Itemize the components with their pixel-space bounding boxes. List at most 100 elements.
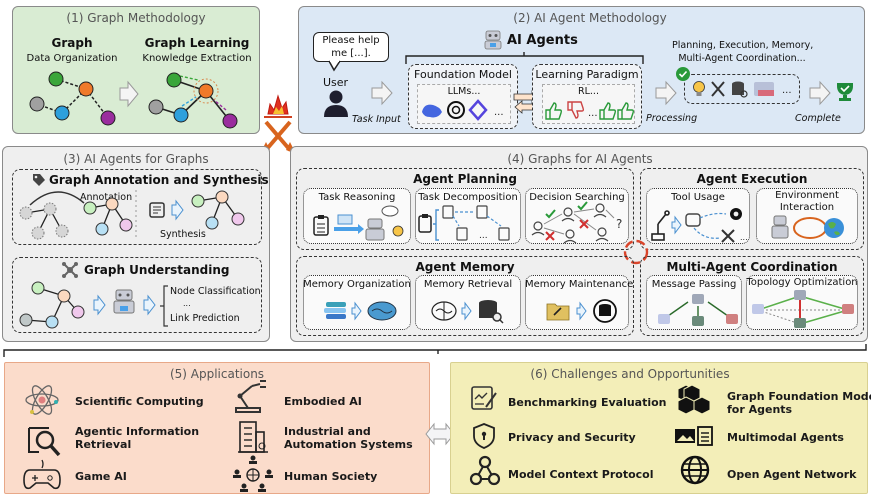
task-decomposition-illustration: ... xyxy=(418,205,510,241)
multi-agent-coordination-box xyxy=(640,256,864,336)
brain-outline-icon xyxy=(431,301,457,321)
folder-wrench-icon xyxy=(546,303,570,321)
user-request-text: Please help me [...]. xyxy=(322,35,380,59)
magnifier-icon xyxy=(28,427,61,457)
task-decomposition-label: Task Decomposition xyxy=(418,192,518,203)
network-icon xyxy=(62,262,78,278)
ai-agent-methodology-title: (2) AI Agent Methodology xyxy=(513,11,667,25)
rl-inner-box xyxy=(542,84,635,124)
app-scientific-computing: Scientific Computing xyxy=(75,395,204,408)
svg-text:...: ... xyxy=(588,108,598,119)
app-agentic-info-retrieval-line1: Agentic Information xyxy=(75,425,200,438)
robot-icon xyxy=(365,218,385,241)
task-reasoning-label: Task Reasoning xyxy=(318,192,396,203)
environment-illustration xyxy=(771,215,844,239)
understanding-ellipsis: ... xyxy=(183,299,191,308)
graph-methodology-title: (1) Graph Methodology xyxy=(66,11,206,25)
graph-learning-subheading: Knowledge Extraction xyxy=(142,53,252,64)
challenge-graph-foundation-line2: for Agents xyxy=(727,403,793,416)
cubes-icon xyxy=(677,384,711,415)
gear-icon xyxy=(730,208,742,220)
challenge-open-agent-network: Open Agent Network xyxy=(727,468,857,481)
capabilities-line-2: Multi-Agent Coordination... xyxy=(678,53,806,64)
learning-paradigm-heading: Learning Paradigm xyxy=(535,68,639,81)
graph-understanding-heading: Graph Understanding xyxy=(84,263,230,277)
deepseek-whale-icon xyxy=(422,104,442,118)
database-search-icon xyxy=(732,81,748,98)
llm-logos: ... xyxy=(422,99,504,121)
graph-subheading: Data Organization xyxy=(26,53,118,64)
clipboard-icon xyxy=(418,214,432,233)
bubble-tail xyxy=(328,60,341,72)
cycle-arrow-icon xyxy=(623,239,649,265)
tool-usage-illustration: ... xyxy=(651,208,748,243)
agent-memory-box xyxy=(296,256,634,336)
challenges-title: (6) Challenges and Opportunities xyxy=(530,367,730,381)
ai-agents-heading: AI Agents xyxy=(507,33,578,48)
thumbs-up-icon xyxy=(599,102,617,120)
brain-icon xyxy=(367,301,397,321)
shield-lock-icon xyxy=(473,423,495,449)
graph-learning-heading: Graph Learning xyxy=(144,36,250,50)
agent-memory-heading: Agent Memory xyxy=(415,260,515,274)
people-network-icon xyxy=(233,455,273,492)
check-badge-icon xyxy=(676,67,690,81)
capabilities-box xyxy=(684,74,800,104)
feedback-icons: ... xyxy=(545,101,635,120)
topology-optimization-label: Topology Optimization xyxy=(746,277,858,288)
user-label: User xyxy=(323,76,349,89)
clipboard-icon xyxy=(313,215,329,236)
right-arrow-icon xyxy=(119,80,139,108)
app-human-society: Human Society xyxy=(284,470,378,483)
wrench-icon xyxy=(721,229,735,243)
annotation-synthesis-heading: Graph Annotation and Synthesis xyxy=(49,173,269,187)
robot-icon xyxy=(484,30,502,50)
trophy-icon xyxy=(837,83,853,101)
app-embodied-ai: Embodied AI xyxy=(284,395,362,408)
llms-label: LLMs... xyxy=(447,86,481,97)
agent-planning-box xyxy=(296,168,634,250)
rl-label: RL... xyxy=(578,86,599,97)
user-speech-bubble xyxy=(313,32,389,62)
globe-icon xyxy=(680,455,710,485)
question-mark: ? xyxy=(616,217,622,231)
bottom-bracket xyxy=(3,344,867,357)
app-agentic-info-retrieval-line2: Retrieval xyxy=(75,438,132,451)
robot-icon xyxy=(113,289,135,314)
memory-organization-label: Memory Organization xyxy=(303,279,411,290)
memory-organization-illustration xyxy=(324,301,397,321)
openai-logo-icon xyxy=(447,101,465,119)
decision-searching-illustration: ? xyxy=(531,201,622,244)
svg-text:...: ... xyxy=(740,233,748,242)
robot-arm-icon xyxy=(235,380,266,413)
link-prediction-label: Link Prediction xyxy=(170,313,240,324)
environment-label-line2: Interaction xyxy=(779,202,835,213)
understanding-illustration xyxy=(19,281,168,329)
challenge-graph-foundation-line1: Graph Foundation Models xyxy=(727,390,871,403)
annotation-synthesis-box xyxy=(12,169,262,245)
memory-retrieval-card xyxy=(415,275,521,330)
agent-execution-heading: Agent Execution xyxy=(696,172,808,186)
user-icon xyxy=(324,90,348,117)
memory-retrieval-illustration xyxy=(431,300,504,324)
agent-execution-box xyxy=(640,168,864,250)
svg-text:...: ... xyxy=(479,231,488,241)
annotation-graph-illustration xyxy=(19,190,245,240)
message-passing-illustration xyxy=(658,294,738,326)
gemini-like-logo-icon xyxy=(468,99,488,121)
challenges-panel xyxy=(450,362,868,494)
robot-icon xyxy=(771,215,789,239)
memory-organization-card xyxy=(303,275,411,330)
capability-icons: ... xyxy=(693,81,792,98)
tag-icon xyxy=(33,174,45,186)
applications-title: (5) Applications xyxy=(169,367,265,381)
memory-maintenance-illustration xyxy=(546,299,617,323)
ai-agents-bracket xyxy=(405,52,644,64)
chart-pencil-icon xyxy=(471,386,497,410)
processing-arrow-icon xyxy=(655,80,677,106)
memory-maintenance-label: Memory Maintenance xyxy=(525,279,634,290)
image-document-icon xyxy=(675,426,713,446)
graph-node-green xyxy=(48,71,64,87)
decision-searching-label: Decision Searching xyxy=(529,192,625,203)
tool-usage-label: Tool Usage xyxy=(671,192,725,203)
